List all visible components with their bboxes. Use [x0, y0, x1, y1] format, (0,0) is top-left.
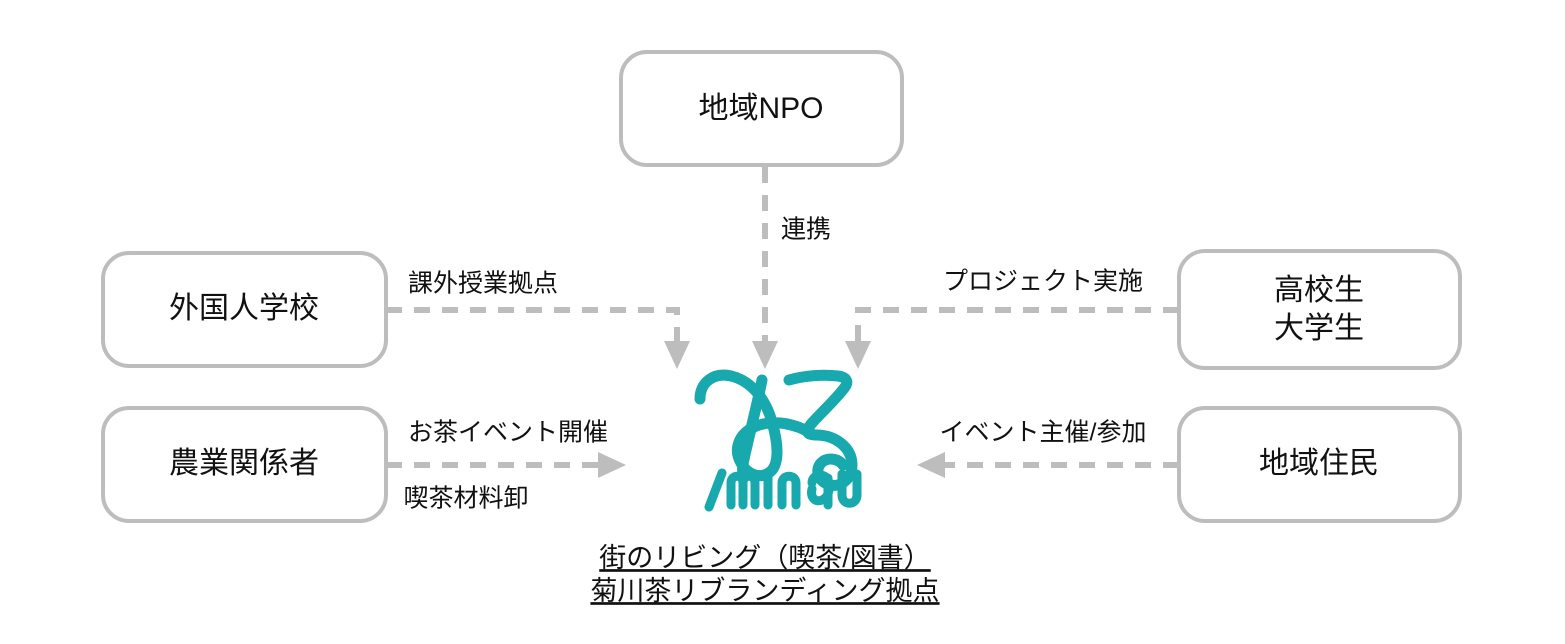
node-students-label-line2: 大学生 — [1274, 312, 1364, 345]
edge-residents-arrowhead — [917, 452, 945, 478]
node-agriculture[interactable]: 農業関係者 — [101, 406, 388, 523]
edge-label-npo: 連携 — [781, 216, 831, 244]
node-foreign-school[interactable]: 外国人学校 — [101, 251, 388, 368]
logo-kana-mi-icon — [694, 369, 818, 483]
node-residents-box[interactable] — [1177, 406, 1462, 523]
edge-npo-to-center: 連携 — [752, 167, 831, 369]
node-agriculture-box[interactable] — [101, 406, 388, 523]
node-students-box[interactable] — [1177, 249, 1462, 370]
edge-label-school: 課外授業拠点 — [408, 270, 558, 298]
miru-logo — [694, 369, 862, 512]
node-npo[interactable]: 地域NPO — [619, 50, 904, 167]
edge-school-line — [386, 307, 680, 345]
edge-school-arrowhead — [664, 341, 690, 369]
edge-students-line — [855, 307, 1179, 345]
node-agriculture-label: 農業関係者 — [169, 447, 319, 480]
caption-line-1: 街のリビング（喫茶/図書） — [599, 543, 931, 573]
edge-residents-to-center: イベント主催/参加 — [917, 419, 1179, 478]
caption-line-2: 菊川茶リブランディング拠点 — [590, 576, 939, 606]
edge-label-residents: イベント主催/参加 — [940, 419, 1147, 447]
node-npo-label: 地域NPO — [698, 92, 823, 125]
edge-label-students: プロジェクト実施 — [943, 268, 1143, 296]
edge-label-agri-bottom: 喫茶材料卸 — [403, 485, 528, 513]
logo-kana-ru-icon — [783, 369, 858, 491]
edge-agri-arrowhead — [598, 452, 626, 478]
node-foreign-school-box[interactable] — [101, 251, 388, 368]
center-caption: 街のリビング（喫茶/図書） 菊川茶リブランディング拠点 — [590, 543, 939, 606]
node-students-label-line1: 高校生 — [1274, 274, 1364, 307]
edge-students-arrowhead — [845, 341, 871, 369]
node-npo-box[interactable] — [619, 50, 904, 167]
node-residents-label: 地域住民 — [1259, 447, 1379, 480]
node-residents[interactable]: 地域住民 — [1177, 406, 1462, 523]
node-students[interactable]: 高校生 大学生 — [1177, 249, 1462, 370]
edge-npo-arrowhead — [752, 341, 778, 369]
edge-students-to-center: プロジェクト実施 — [845, 268, 1179, 369]
node-foreign-school-label: 外国人学校 — [169, 292, 319, 325]
edge-agri-to-center: お茶イベント開催 喫茶材料卸 — [386, 419, 626, 513]
logo-wordmark-miru — [704, 468, 862, 512]
edge-school-to-center: 課外授業拠点 — [386, 270, 690, 369]
edge-label-agri-top: お茶イベント開催 — [408, 419, 608, 447]
